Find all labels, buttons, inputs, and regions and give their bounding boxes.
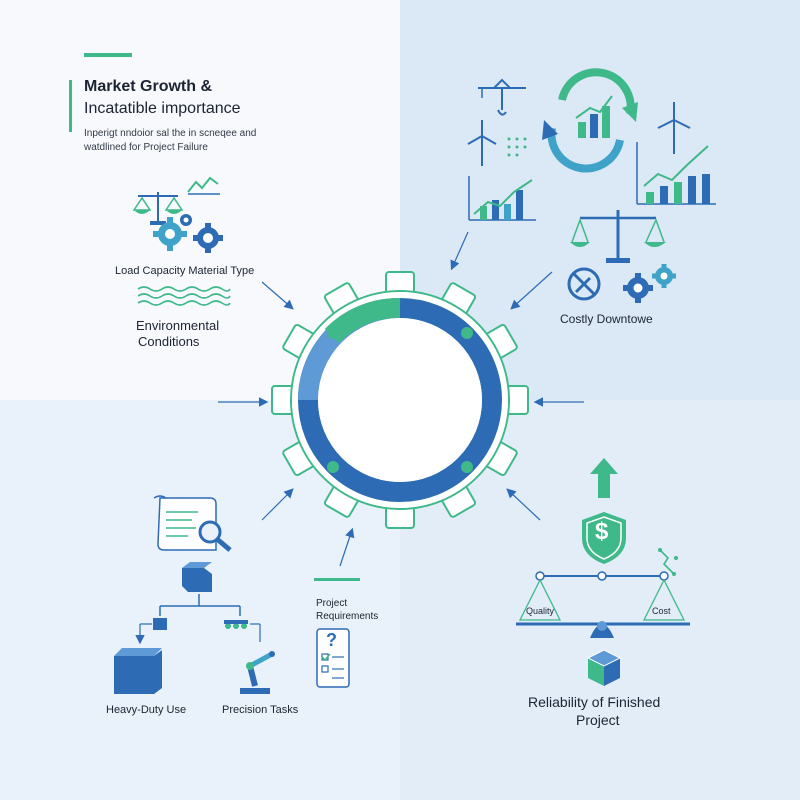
wind-turbine-icon [467, 120, 497, 166]
quality-cost-scale-icon [516, 571, 690, 638]
requirements-label-line1: Project [316, 598, 348, 609]
header-title-line1: Market Growth & [84, 78, 213, 95]
precision-tasks-label: Precision Tasks [222, 704, 299, 716]
line-bar-chart-icon [636, 142, 716, 205]
gears-icon [153, 214, 223, 253]
document-magnifier-icon [153, 495, 232, 552]
environmental-label-line2: Conditions [138, 334, 200, 349]
hierarchy-tree-icon [114, 562, 275, 694]
crane-icon [478, 78, 526, 116]
gears-right-icon [623, 264, 676, 303]
dollar-icon: $ [595, 518, 609, 545]
sparkle-lines-icon [658, 548, 678, 576]
cost-label: Cost [652, 606, 671, 616]
up-arrow-icon [590, 458, 618, 498]
costly-downtime-label: Costly Downtowe [560, 312, 653, 326]
small-chart-icon [187, 176, 220, 195]
waves-icon [137, 286, 231, 306]
environmental-label-line1: Environmental [136, 318, 220, 333]
heavy-duty-label: Heavy-Duty Use [106, 704, 187, 716]
header-subtitle-line2: watdlined for Project Failure [84, 142, 208, 153]
header-subtitle-line1: Inperigt nndoior sal the in scneqee and [84, 128, 257, 139]
reliability-label-line1: Reliability of Finished [528, 694, 661, 710]
dots-grid-icon [507, 137, 527, 157]
quality-label: Quality [526, 606, 555, 616]
checklist-icon [316, 628, 350, 688]
wind-turbine-right-icon [657, 102, 691, 154]
central-gear-icon [271, 271, 529, 529]
header-title-line2: Incatatible importance [84, 100, 241, 117]
balance-scale-icon [132, 192, 184, 225]
question-mark-icon: ? [326, 630, 337, 650]
cycle-growth-icon [542, 68, 638, 173]
requirements-accent-line [314, 578, 360, 581]
bar-chart-growth-icon [468, 176, 536, 221]
header-accent-line [84, 53, 132, 57]
reliability-label-line2: Project [576, 712, 620, 728]
no-tools-icon [567, 267, 601, 301]
load-capacity-label: Load Capacity Material Type [115, 265, 255, 277]
shield-icon [582, 512, 626, 564]
balance-scale-right-icon [570, 210, 666, 263]
cube-icon [586, 649, 622, 686]
requirements-label-line2: Requirements [316, 611, 379, 622]
title-accent-bar [69, 80, 72, 132]
